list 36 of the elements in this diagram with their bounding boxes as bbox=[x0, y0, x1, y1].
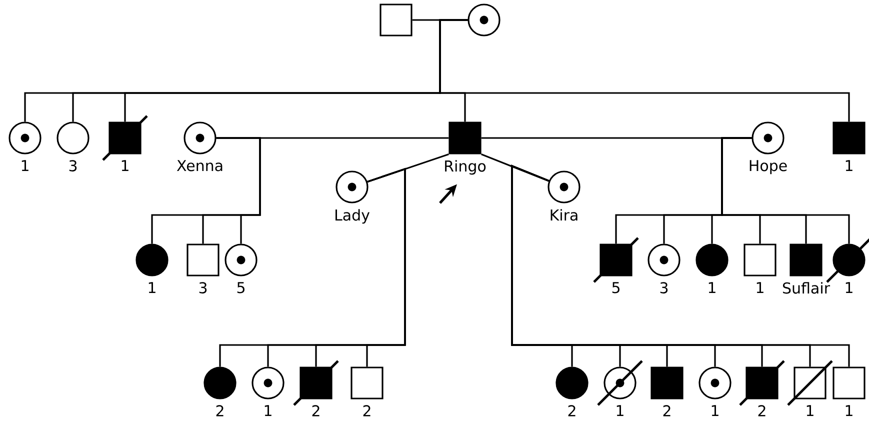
person-label: Xenna bbox=[176, 160, 222, 172]
person-label: Lady bbox=[336, 209, 370, 224]
person-label: 5 bbox=[237, 282, 244, 294]
person-label: 1 bbox=[846, 405, 852, 416]
person-label: 3 bbox=[660, 282, 668, 294]
person-label: 1 bbox=[148, 282, 156, 294]
person-label: 1 bbox=[846, 282, 852, 294]
person-label: 1 bbox=[806, 405, 814, 416]
person-label: 5 bbox=[612, 282, 620, 294]
person-label: 3 bbox=[199, 282, 207, 294]
person-label: 1 bbox=[616, 405, 624, 416]
person-label: Hope bbox=[750, 160, 787, 174]
person-label: 2 bbox=[663, 405, 670, 416]
descent-line bbox=[721, 137, 850, 244]
person-label: 2 bbox=[216, 405, 224, 416]
mating-line bbox=[481, 154, 550, 182]
person-label: 1 bbox=[122, 160, 128, 172]
descent-line bbox=[439, 19, 850, 122]
person-label: 1 bbox=[22, 160, 28, 172]
circle-symbol bbox=[468, 4, 500, 36]
person-label: 1 bbox=[756, 282, 764, 294]
descent-line bbox=[216, 137, 261, 244]
person-label: 2 bbox=[758, 405, 766, 416]
person-label: 2 bbox=[568, 405, 576, 416]
person-label: 2 bbox=[363, 405, 370, 416]
person-label: Ringo bbox=[445, 160, 486, 175]
person-label: 1 bbox=[712, 405, 718, 416]
person-label: 1 bbox=[846, 160, 852, 172]
person-label: Kira bbox=[550, 209, 578, 221]
person-label: 1 bbox=[708, 282, 716, 294]
person-label: 2 bbox=[312, 405, 320, 416]
square-symbol bbox=[380, 4, 412, 36]
person-label: Suflair bbox=[783, 282, 830, 294]
descent-line bbox=[366, 168, 406, 367]
person-label: 3 bbox=[69, 160, 77, 172]
person-label: 1 bbox=[264, 405, 272, 416]
